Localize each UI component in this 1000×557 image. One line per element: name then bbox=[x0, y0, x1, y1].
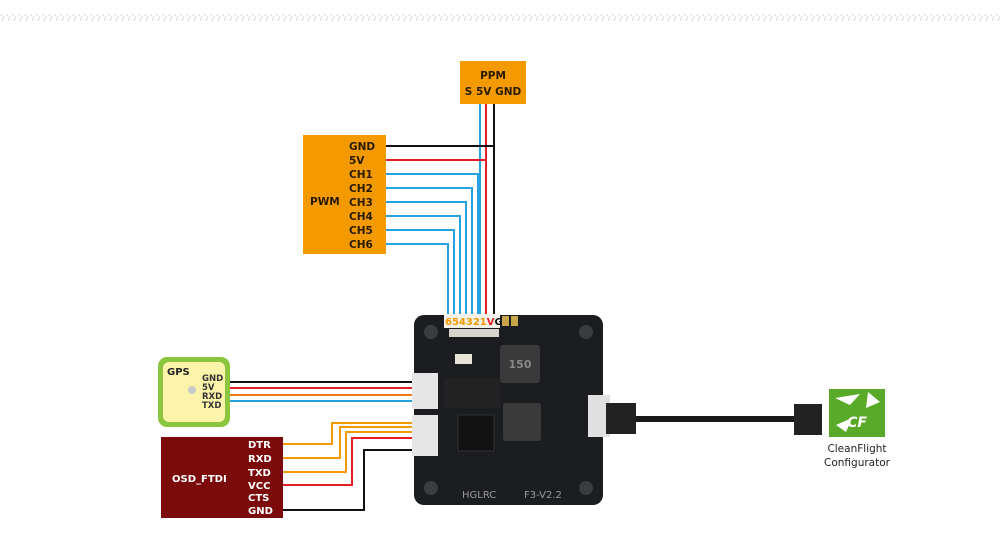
gps-pin-gnd: GND bbox=[202, 374, 223, 384]
osd-title: OSD_FTDI bbox=[172, 474, 227, 485]
pwm-pin-ch3: CH3 bbox=[349, 197, 373, 209]
cleanflight-logo: CF bbox=[829, 389, 885, 437]
svg-text:654321VG: 654321VG bbox=[445, 317, 503, 328]
osd-ftdi-module: OSD_FTDI DTR RXD TXD VCC CTS GND bbox=[161, 437, 283, 518]
osd-pin-vcc: VCC bbox=[248, 481, 270, 492]
connector-label-v: V bbox=[487, 317, 495, 328]
pwm-pin-gnd: GND bbox=[349, 141, 375, 153]
ppm-title: PPM bbox=[480, 70, 506, 82]
osd-pin-dtr: DTR bbox=[248, 440, 271, 451]
gps-pin-rxd: RXD bbox=[202, 392, 222, 402]
header-hatch-divider bbox=[0, 14, 1000, 21]
cleanflight-logo-text: CF bbox=[847, 415, 867, 431]
gps-module: GPS GND 5V RXD TXD bbox=[158, 357, 230, 427]
osd-pin-rxd: RXD bbox=[248, 454, 272, 465]
gps-pin-5v: 5V bbox=[202, 383, 215, 393]
osd-pin-gnd: GND bbox=[248, 506, 273, 517]
osd-wires bbox=[283, 422, 420, 511]
usb-cable bbox=[606, 403, 822, 435]
pwm-receiver-box: PWM GND 5V CH1 CH2 CH3 CH4 CH5 CH6 bbox=[303, 135, 386, 254]
pwm-pin-ch1: CH1 bbox=[349, 169, 373, 181]
connector-label-channels: 654321 bbox=[445, 317, 487, 328]
gps-wires bbox=[230, 381, 420, 402]
board-name: HGLRC bbox=[462, 490, 496, 501]
pwm-title: PWM bbox=[310, 196, 340, 208]
gps-pin-txd: TXD bbox=[202, 401, 221, 411]
flight-controller-board: 654321VG 150 HGLRC F3-V2.2 bbox=[412, 314, 610, 505]
pwm-pin-5v: 5V bbox=[349, 155, 365, 167]
ppm-pins: S 5V GND bbox=[465, 86, 522, 98]
gps-title: GPS bbox=[167, 367, 190, 378]
pwm-pin-ch4: CH4 bbox=[349, 211, 373, 223]
configurator-line1: CleanFlight bbox=[827, 443, 886, 455]
usb-port bbox=[588, 395, 610, 437]
configurator-line2: Configurator bbox=[824, 457, 891, 469]
connector-label-g: G bbox=[495, 317, 503, 328]
ppm-receiver-box: PPM S 5V GND bbox=[460, 61, 526, 104]
pwm-wires bbox=[386, 145, 494, 318]
ppm-wires bbox=[479, 104, 495, 318]
osd-pin-cts: CTS bbox=[248, 493, 269, 504]
pwm-pin-ch2: CH2 bbox=[349, 183, 373, 195]
board-version: F3-V2.2 bbox=[524, 490, 562, 501]
osd-pin-txd: TXD bbox=[248, 468, 271, 479]
inductor-marking: 150 bbox=[509, 358, 532, 371]
pwm-pin-ch6: CH6 bbox=[349, 239, 373, 251]
pwm-pin-ch5: CH5 bbox=[349, 225, 373, 237]
